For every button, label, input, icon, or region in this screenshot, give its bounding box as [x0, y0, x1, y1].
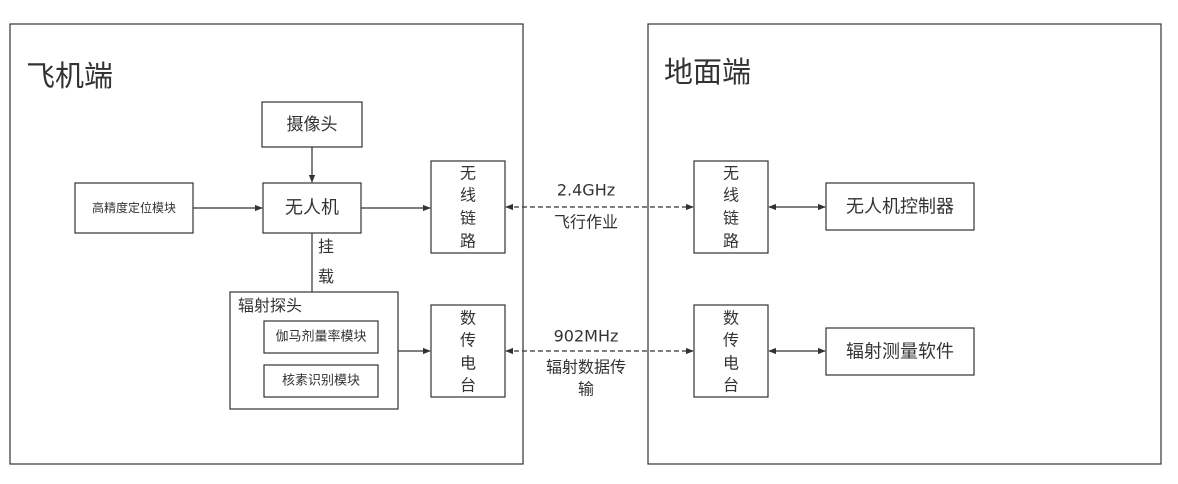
radio-desc-label-1: 辐射数据传	[546, 358, 626, 377]
mount-label-2: 载	[318, 267, 334, 286]
ground-wireless-char-4: 路	[723, 232, 739, 251]
air-wireless-char-3: 链	[460, 209, 476, 228]
gps-label: 高精度定位模块	[92, 200, 176, 215]
radio-desc-label-2: 输	[578, 380, 594, 399]
controller-box	[825, 182, 975, 231]
wireless-freq-label: 2.4GHz	[557, 181, 615, 200]
air-radio-char-4: 台	[460, 376, 476, 395]
probe-title: 辐射探头	[238, 296, 302, 315]
drone-label: 无人机	[285, 198, 339, 219]
air-wireless-box	[430, 160, 506, 254]
air-wireless-char-4: 路	[460, 232, 476, 251]
ground-radio-char-4: 台	[723, 376, 739, 395]
ground-radio-char-3: 电	[723, 354, 739, 373]
air-side-title: 飞机端	[26, 59, 113, 93]
ground-radio-box	[693, 304, 769, 398]
radio-freq-label: 902MHz	[554, 327, 619, 346]
ground-wireless-box	[693, 160, 769, 254]
software-label: 辐射测量软件	[846, 342, 954, 363]
controller-label: 无人机控制器	[846, 197, 954, 218]
ground-wireless-char-1: 无	[723, 164, 739, 183]
nuclide-module-label: 核素识别模块	[282, 374, 360, 389]
gamma-module-label: 伽马剂量率模块	[275, 329, 366, 345]
air-radio-char-1: 数	[460, 309, 476, 328]
air-wireless-char-1: 无	[460, 164, 476, 183]
air-radio-box	[430, 304, 506, 398]
mount-label-1: 挂	[318, 237, 334, 256]
gamma-module-box	[263, 320, 379, 354]
ground-radio-char-2: 传	[723, 331, 739, 350]
nuclide-module-box	[263, 364, 379, 398]
camera-label: 摄像头	[287, 115, 338, 135]
camera-box	[261, 101, 363, 148]
air-wireless-char-2: 线	[460, 186, 476, 205]
wireless-desc-label: 飞行作业	[554, 213, 618, 232]
air-radio-char-3: 电	[460, 354, 476, 373]
ground-wireless-char-3: 链	[723, 209, 739, 228]
software-box	[825, 327, 975, 376]
ground-wireless-char-2: 线	[723, 186, 739, 205]
ground-side-title: 地面端	[664, 55, 751, 89]
air-radio-char-2: 传	[460, 331, 476, 350]
ground-radio-char-1: 数	[723, 309, 739, 328]
